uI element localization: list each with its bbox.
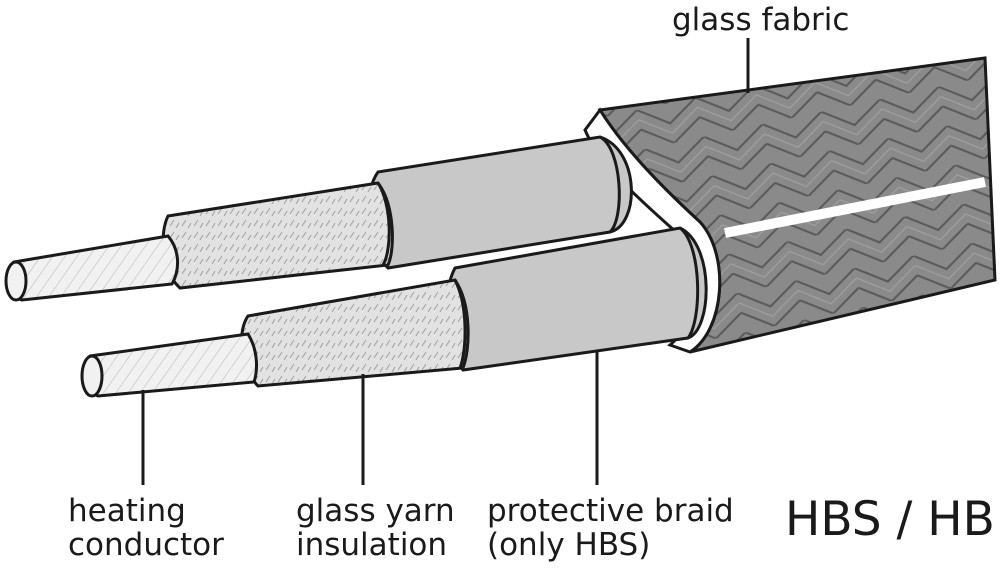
label-braid-line1: protective braid — [487, 493, 734, 529]
upper-core — [4, 135, 633, 302]
label-glass-yarn-line2: insulation — [296, 527, 448, 563]
label-glass-fabric: glass fabric — [672, 2, 850, 38]
label-heating-conductor: heating conductor — [68, 494, 224, 562]
label-protective-braid: protective braid (only HBS) — [487, 494, 734, 562]
lower-core — [80, 226, 708, 398]
label-heating-line2: conductor — [68, 527, 224, 563]
label-glass-yarn-insulation: glass yarn insulation — [296, 494, 455, 562]
label-glass-yarn-line1: glass yarn — [296, 493, 455, 529]
model-name: HBS / HB — [785, 492, 995, 547]
label-braid-line2: (only HBS) — [487, 527, 651, 563]
label-heating-line1: heating — [68, 493, 186, 529]
leader-lines — [141, 38, 750, 485]
